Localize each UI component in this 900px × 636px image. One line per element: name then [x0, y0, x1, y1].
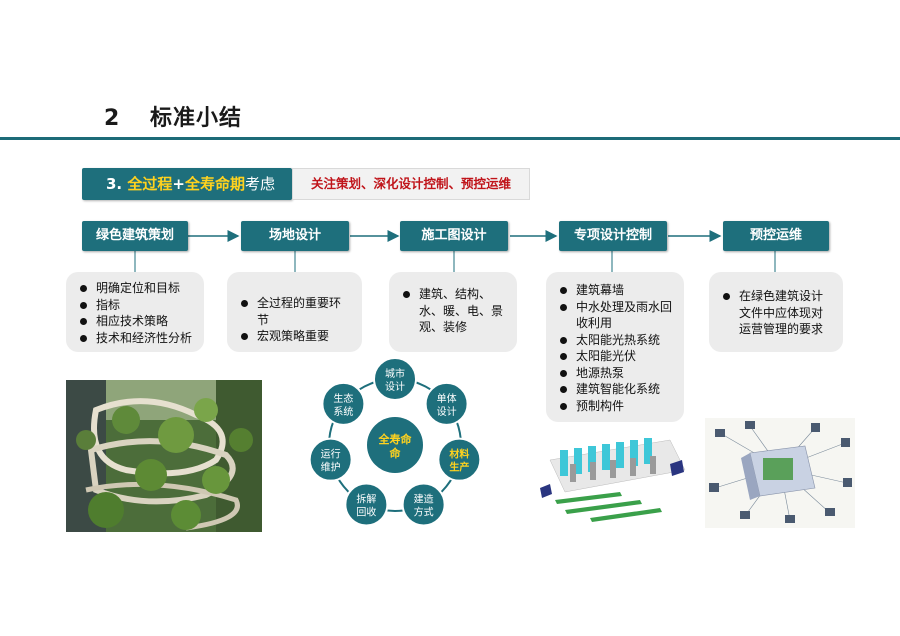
list-item: 太阳能光热系统: [558, 332, 674, 349]
banner-plus: +: [172, 175, 185, 193]
stage-site-design: 场地设计: [241, 221, 349, 251]
page-title: 2 标准小结: [104, 100, 242, 132]
stage-construction-drawing: 施工图设计: [400, 221, 508, 251]
list-item: 技术和经济性分析: [78, 330, 194, 347]
topic-banner: 3. 全过程+全寿命期考虑: [82, 168, 292, 200]
lifecycle-node-label: 回收: [356, 505, 376, 518]
section-number: 2: [104, 106, 121, 131]
smart-building-image: [705, 418, 855, 528]
card-operation: 在绿色建筑设计文件中应体现对运营管理的要求: [709, 272, 843, 352]
lifecycle-node-label: 生产: [449, 461, 469, 474]
list-item: 太阳能光伏: [558, 348, 674, 365]
banner-note: 关注策划、深化设计控制、预控运维: [292, 168, 530, 200]
list-item: 明确定位和目标: [78, 280, 194, 297]
stage-planning: 绿色建筑策划: [82, 221, 188, 251]
list-item: 指标: [78, 297, 194, 314]
lifecycle-node-label: 城市: [385, 367, 405, 380]
list-item: 地源热泵: [558, 365, 674, 382]
card-special-design: 建筑幕墙 中水处理及雨水回收利用 太阳能光热系统 太阳能光伏 地源热泵 建筑智能…: [546, 272, 684, 422]
lifecycle-node-label: 方式: [414, 505, 434, 518]
stage-special-design: 专项设计控制: [559, 221, 667, 251]
lifecycle-center-label: 全寿命: [378, 432, 413, 446]
lifecycle-node: [308, 437, 353, 482]
list-item: 建筑幕墙: [558, 282, 674, 299]
lifecycle-node: [424, 381, 469, 426]
lifecycle-node-label: 拆解: [356, 492, 376, 505]
banner-highlight-lifecycle: 全寿命期: [184, 175, 245, 193]
list-item: 中水处理及雨水回收利用: [558, 299, 674, 332]
lifecycle-center-label: 命: [389, 446, 402, 460]
lifecycle-node-label: 维护: [321, 461, 341, 474]
lifecycle-node-label: 运行: [321, 448, 341, 461]
lifecycle-node-label: 系统: [333, 405, 353, 418]
lifecycle-node: [437, 437, 482, 482]
green-building-photo: [66, 380, 262, 532]
lifecycle-node: [321, 381, 366, 426]
card-construction-drawing: 建筑、结构、水、暖、电、景观、装修: [389, 272, 517, 352]
lifecycle-node-label: 材料: [449, 448, 469, 461]
lifecycle-node-label: 建造: [414, 492, 434, 505]
list-item: 在绿色建筑设计文件中应体现对运营管理的要求: [721, 288, 833, 338]
banner-highlight-process: 全过程: [127, 175, 173, 193]
lifecycle-node: [344, 482, 389, 527]
list-item: 预制构件: [558, 398, 674, 415]
list-item: 建筑、结构、水、暖、电、景观、装修: [401, 286, 507, 336]
list-item: 宏观策略重要: [239, 328, 352, 345]
lifecycle-node: [373, 357, 417, 401]
stage-operation: 预控运维: [723, 221, 829, 251]
list-item: 建筑智能化系统: [558, 381, 674, 398]
lifecycle-node-label: 生态: [333, 392, 353, 405]
lifecycle-node-label: 设计: [437, 405, 457, 418]
flow-connectors: [134, 230, 776, 272]
lifecycle-node-label: 单体: [437, 393, 457, 405]
list-item: 全过程的重要环节: [239, 295, 352, 328]
card-planning: 明确定位和目标 指标 相应技术策略 技术和经济性分析: [66, 272, 204, 352]
prefab-components-image: [530, 430, 695, 530]
title-divider: [0, 137, 900, 140]
banner-prefix: 3.: [106, 175, 128, 193]
card-site-design: 全过程的重要环节 宏观策略重要: [227, 272, 362, 352]
lifecycle-node: [401, 482, 446, 527]
lifecycle-center: [367, 417, 423, 473]
banner-suffix: 考虑: [244, 175, 275, 193]
list-item: 相应技术策略: [78, 313, 194, 330]
lifecycle-node-label: 设计: [385, 380, 405, 393]
section-title: 标准小结: [150, 106, 243, 131]
